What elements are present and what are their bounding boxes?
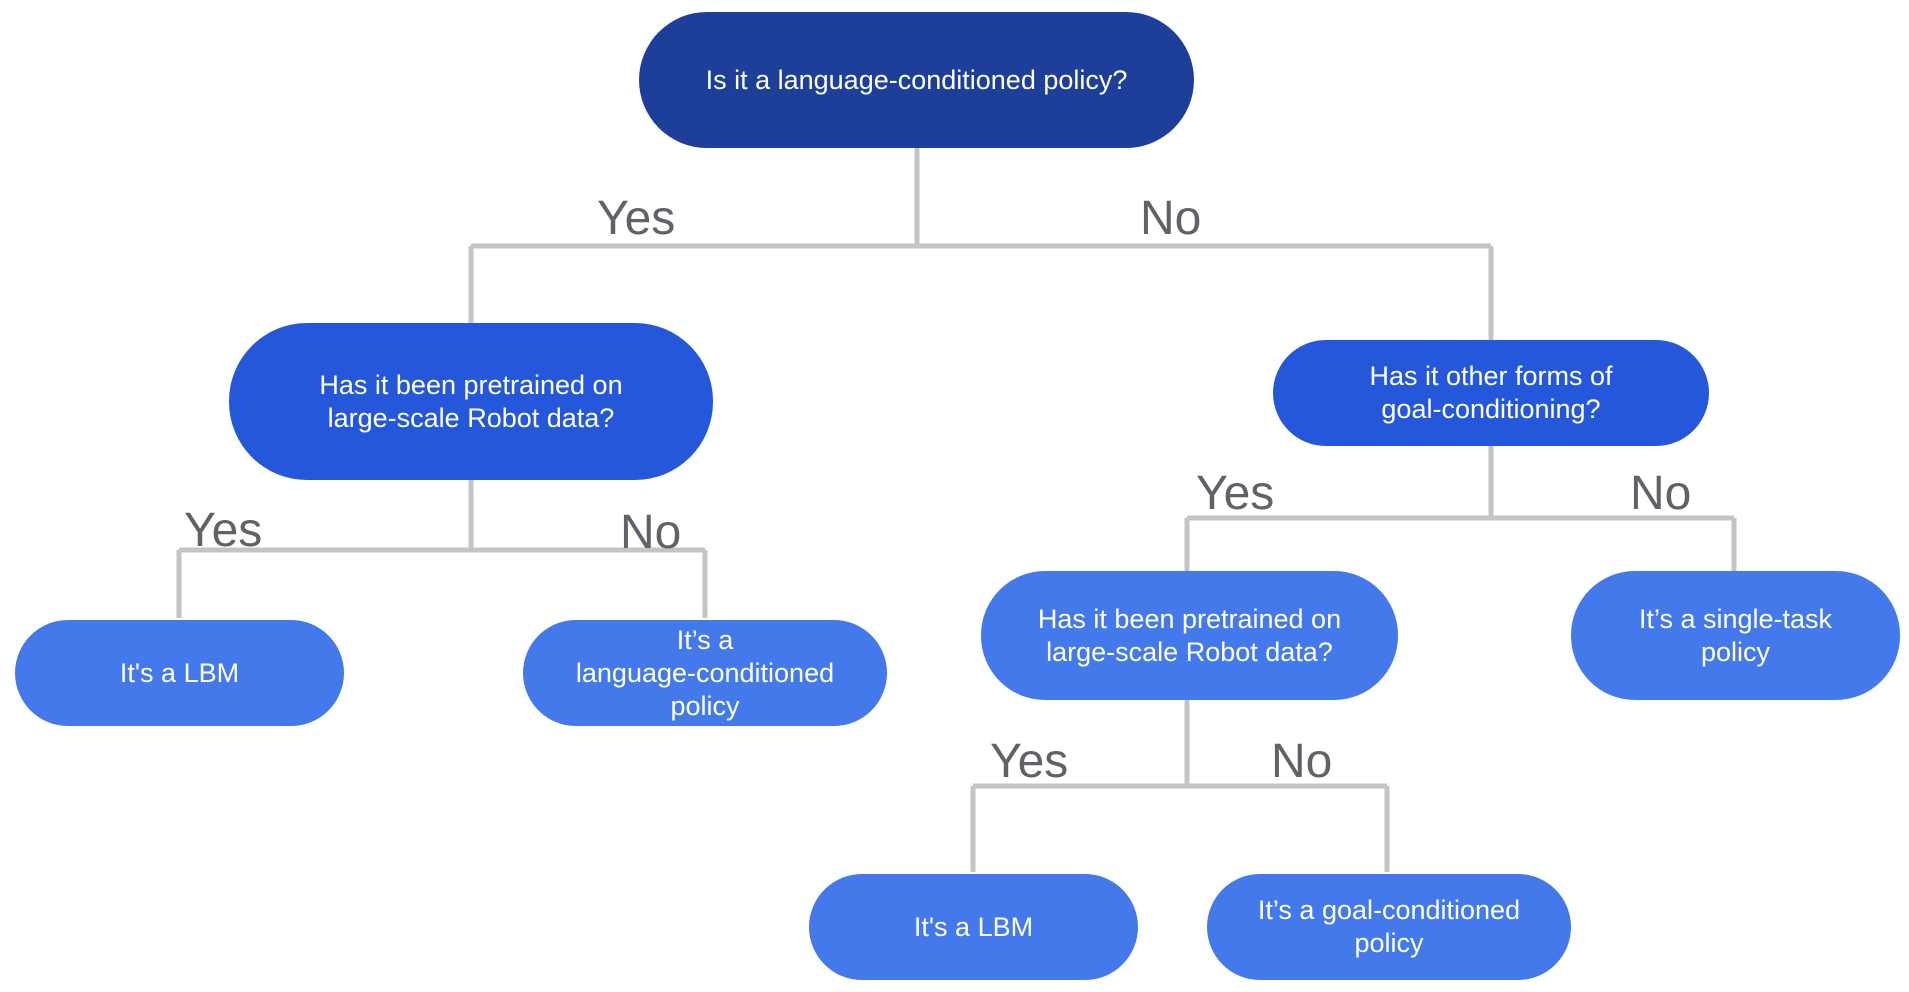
goal-conditioning-question-text: Has it other forms of goal-conditioning? [1369, 361, 1613, 424]
goal-conditioning-question-node: Has it other forms of goal-conditioning? [1273, 340, 1709, 446]
edge-label-root-no: No [1140, 192, 1202, 245]
language-conditioned-leaf-node: It’s a language-conditioned policy [523, 620, 887, 726]
pretrained-question-node-left: Has it been pretrained on large-scale Ro… [229, 323, 713, 480]
single-task-leaf-node: It’s a single-task policy [1571, 571, 1900, 700]
edge-label-root-yes: Yes [597, 192, 676, 245]
goal-conditioned-leaf-text: It’s a goal-conditioned policy [1257, 895, 1521, 958]
language-conditioned-leaf-text: It’s a language-conditioned policy [575, 624, 835, 721]
edge-label-right-yes: Yes [990, 735, 1069, 788]
pretrained-question-text-right: Has it been pretrained on large-scale Ro… [1037, 603, 1342, 667]
root-question-text: Is it a language-conditioned policy? [705, 64, 1128, 95]
single-task-leaf-text: It’s a single-task policy [1638, 603, 1833, 667]
edge-label-goal-yes: Yes [1196, 467, 1275, 520]
lbm-leaf-node-right: It's a LBM [809, 874, 1138, 980]
edge-label-right-no: No [1271, 735, 1333, 788]
pretrained-question-text-left: Has it been pretrained on large-scale Ro… [319, 369, 623, 433]
lbm-leaf-text-right: It's a LBM [913, 911, 1034, 942]
lbm-leaf-node-left: It's a LBM [15, 620, 344, 726]
root-question-node: Is it a language-conditioned policy? [639, 12, 1194, 148]
pretrained-question-node-right: Has it been pretrained on large-scale Ro… [981, 571, 1398, 700]
lbm-leaf-text-left: It's a LBM [119, 657, 240, 688]
connector-goal-question [1184, 446, 1737, 571]
edge-label-goal-no: No [1630, 467, 1692, 520]
connector-right-question [970, 700, 1390, 872]
connector-left-question [176, 480, 708, 618]
connector-root [468, 148, 1494, 340]
goal-conditioned-leaf-node: It’s a goal-conditioned policy [1207, 874, 1571, 980]
edge-label-left-no: No [620, 506, 682, 559]
edge-label-left-yes: Yes [184, 504, 263, 557]
